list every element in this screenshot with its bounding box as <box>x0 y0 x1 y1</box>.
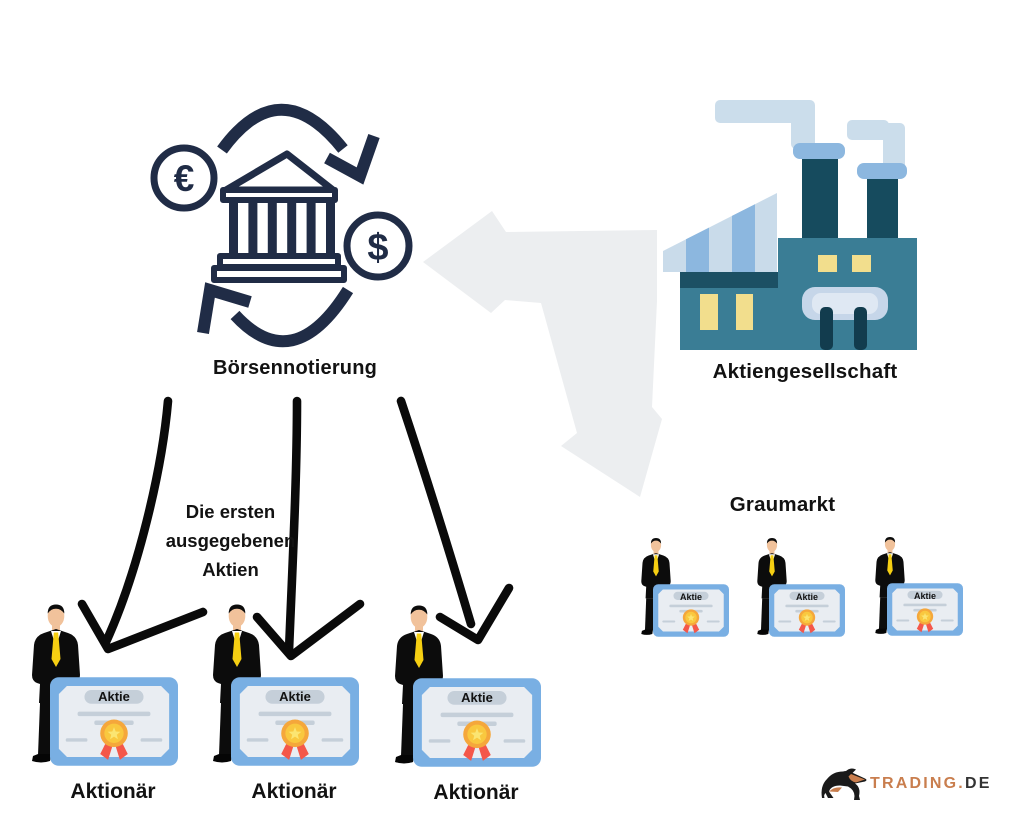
brand-logo: TRADING.DE <box>818 762 1023 806</box>
certificate-title: Aktie <box>461 690 493 705</box>
euro-coin-icon: € <box>150 144 218 212</box>
factory-icon <box>663 100 917 350</box>
certificate-title: Aktie <box>795 591 818 602</box>
gray-market-figure: Aktie <box>637 536 732 644</box>
hand-drawn-arrow-icon <box>77 599 208 654</box>
certificate-title: Aktie <box>98 689 130 704</box>
brand-name: TRADING. <box>870 775 965 792</box>
brand-tld: DE <box>964 775 992 792</box>
certificate-title: Aktie <box>279 689 311 704</box>
gray-market-label: Graumarkt <box>729 493 836 516</box>
gray-market-figure: Aktie <box>871 535 966 643</box>
company-label: Aktiengesellschaft <box>712 360 898 383</box>
hand-drawn-arrow-icon <box>252 599 365 661</box>
listing-label: Börsennotierung <box>212 357 378 379</box>
svg-text:$: $ <box>367 227 388 269</box>
svg-text:€: € <box>174 158 195 199</box>
shareholder-figure: Aktie Aktionär <box>206 602 381 807</box>
certificate-title: Aktie <box>913 590 936 601</box>
shareholder-label: Aktionär <box>70 780 156 803</box>
cycle-arrows-icon: € $ <box>150 103 413 348</box>
hand-drawn-arrow-icon <box>284 396 302 656</box>
factory-roof <box>663 193 777 272</box>
stock-listing-node: € $ <box>150 88 415 348</box>
dollar-coin-icon: $ <box>343 211 413 281</box>
shareholder-figure: Aktie Aktionär <box>388 603 563 808</box>
hand-drawn-arrow-icon <box>101 396 173 647</box>
shareholder-label: Aktionär <box>251 780 337 803</box>
fork-arrow-icon <box>423 211 662 497</box>
gray-market-figure: Aktie <box>753 536 848 644</box>
certificate-title: Aktie <box>679 591 702 602</box>
first-shares-note: Die ersten ausgegebenen Aktien <box>165 501 296 580</box>
shareholder-figure: Aktie Aktionär <box>25 602 200 807</box>
shareholder-label: Aktionär <box>433 781 519 804</box>
bull-icon <box>821 768 867 800</box>
hand-drawn-arrow-icon <box>396 396 476 629</box>
company-node <box>660 95 922 355</box>
hand-drawn-arrow-icon <box>435 583 514 645</box>
bank-icon <box>211 150 347 283</box>
